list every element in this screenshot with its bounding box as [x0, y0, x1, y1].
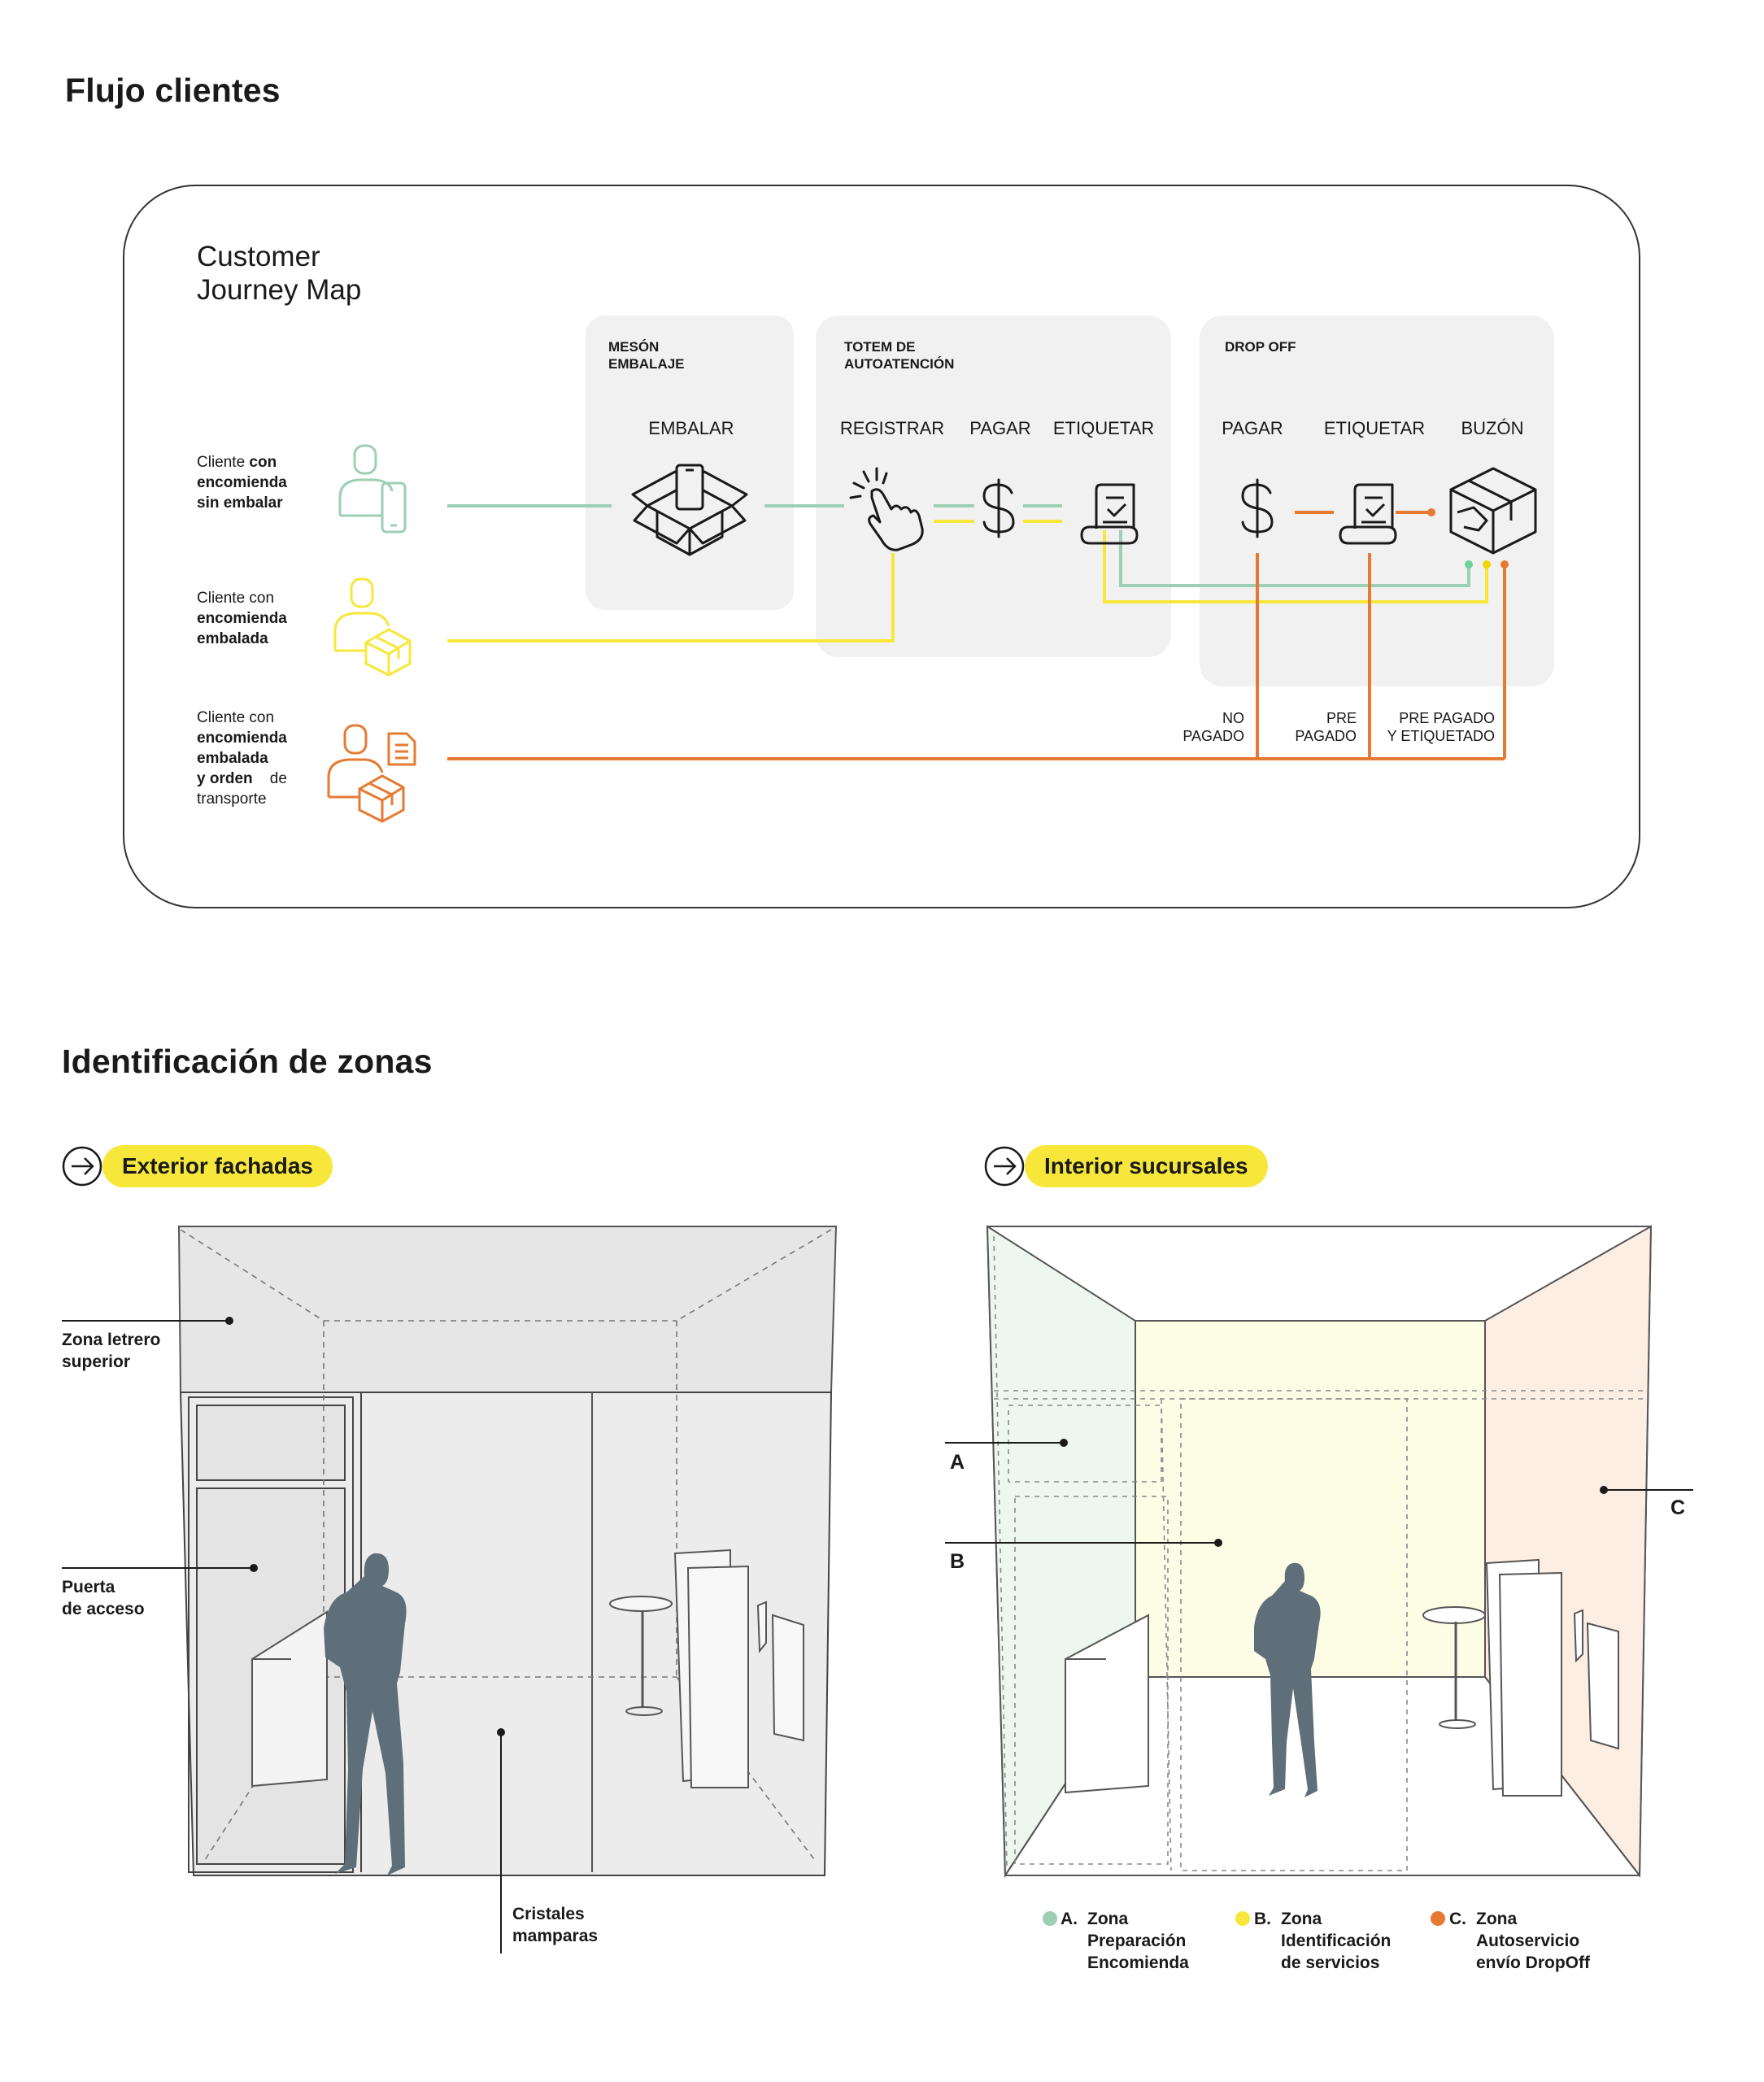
step-embalar: EMBALAR — [648, 418, 734, 438]
leader-lines-interior — [945, 1442, 1693, 1544]
section-title-flujo: Flujo clientes — [65, 72, 281, 109]
legend-dot-b — [1235, 1911, 1250, 1926]
person-silhouette-interior — [1254, 1562, 1321, 1797]
legend-item-a: A. Zona Preparación Encomienda — [1061, 1910, 1189, 1972]
label-puerta-acceso: Puerta de acceso — [62, 1578, 145, 1618]
stage-panel-meson — [586, 316, 794, 610]
stage-panel-totem — [816, 316, 1171, 657]
step-buzon: BUZÓN — [1461, 418, 1524, 438]
step-pagar-dropoff: PAGAR — [1222, 418, 1283, 438]
customer-yellow-icon — [333, 577, 412, 677]
flow-yellow — [447, 520, 1488, 642]
dot-glass — [497, 1728, 505, 1736]
step-etiquetar-dropoff: ETIQUETAR — [1323, 418, 1426, 438]
stage-title-dropoff: DROP OFF — [1225, 339, 1296, 355]
box-phone-icon — [631, 464, 748, 556]
stage-title-totem: TOTEM DE AUTOATENCIÓN — [844, 339, 955, 372]
customer-label-3: Cliente con encomienda embalada y orden … — [197, 709, 287, 808]
dot-door — [250, 1564, 258, 1572]
label-cristales-mamparas: Cristales mamparas — [512, 1905, 599, 1945]
dot-c — [1600, 1486, 1608, 1494]
dot-sign — [225, 1317, 233, 1325]
pill-exterior[interactable]: Exterior fachadas — [102, 1145, 333, 1187]
exterior-drawing — [177, 1226, 838, 1876]
zone-letter-b: B — [950, 1550, 965, 1573]
stage-title-meson: MESÓN EMBALAJE — [608, 339, 685, 372]
leader-lines-exterior — [62, 1320, 502, 1954]
path-label-no-pagado: NO PAGADO — [1183, 710, 1244, 744]
flow-green — [447, 504, 1470, 587]
journey-title: Customer Journey Map — [197, 241, 362, 306]
arrow-right-icon[interactable] — [62, 1146, 102, 1187]
dollar-icon-totem — [982, 478, 1015, 538]
pill-interior[interactable]: Interior sucursales — [1025, 1145, 1268, 1187]
flow-yellow-end — [1483, 560, 1491, 568]
stage-panel-dropoff — [1200, 316, 1554, 686]
dollar-icon-dropoff — [1241, 478, 1274, 538]
dot-a — [1060, 1439, 1068, 1447]
path-label-pre-pagado: PRE PAGADO — [1295, 710, 1357, 744]
dot-b — [1214, 1539, 1222, 1547]
step-registrar: REGISTRAR — [839, 418, 945, 438]
legend-dot-a — [1043, 1911, 1057, 1926]
flow-orange-end — [1500, 560, 1509, 568]
path-label-pre-pagado-etiquetado: PRE PAGADO Y ETIQUETADO — [1387, 710, 1495, 744]
zone-letter-a: A — [950, 1451, 965, 1474]
person-silhouette-exterior — [324, 1553, 407, 1875]
interior-drawing — [986, 1225, 1653, 1879]
legend-item-b: B. Zona Identificación de servicios — [1254, 1910, 1392, 1972]
flow-orange-dot — [1427, 508, 1435, 516]
flow-orange — [447, 511, 1506, 760]
customer-label-2: Cliente con encomienda embalada — [197, 590, 287, 647]
mailbox-icon — [1449, 467, 1537, 555]
step-pagar-totem: PAGAR — [969, 418, 1031, 438]
legend-dot-c — [1431, 1911, 1445, 1926]
receipt-icon-totem — [1080, 483, 1139, 545]
arrow-right-icon[interactable] — [984, 1146, 1025, 1187]
customer-orange-icon — [327, 724, 416, 823]
customer-green-icon — [338, 444, 407, 534]
legend-item-c: C. Zona Autoservicio envío DropOff — [1449, 1910, 1590, 1972]
touch-hand-icon — [849, 467, 924, 551]
section-title-zonas: Identificación de zonas — [62, 1043, 433, 1080]
flow-green-end — [1465, 560, 1473, 568]
step-etiquetar-totem: ETIQUETAR — [1052, 418, 1155, 438]
receipt-icon-dropoff — [1339, 483, 1397, 545]
zone-letter-c: C — [1670, 1496, 1686, 1519]
label-zona-letrero: Zona letrero superior — [62, 1331, 161, 1371]
customer-label-1: Cliente con encomienda sin embalar — [197, 454, 287, 512]
